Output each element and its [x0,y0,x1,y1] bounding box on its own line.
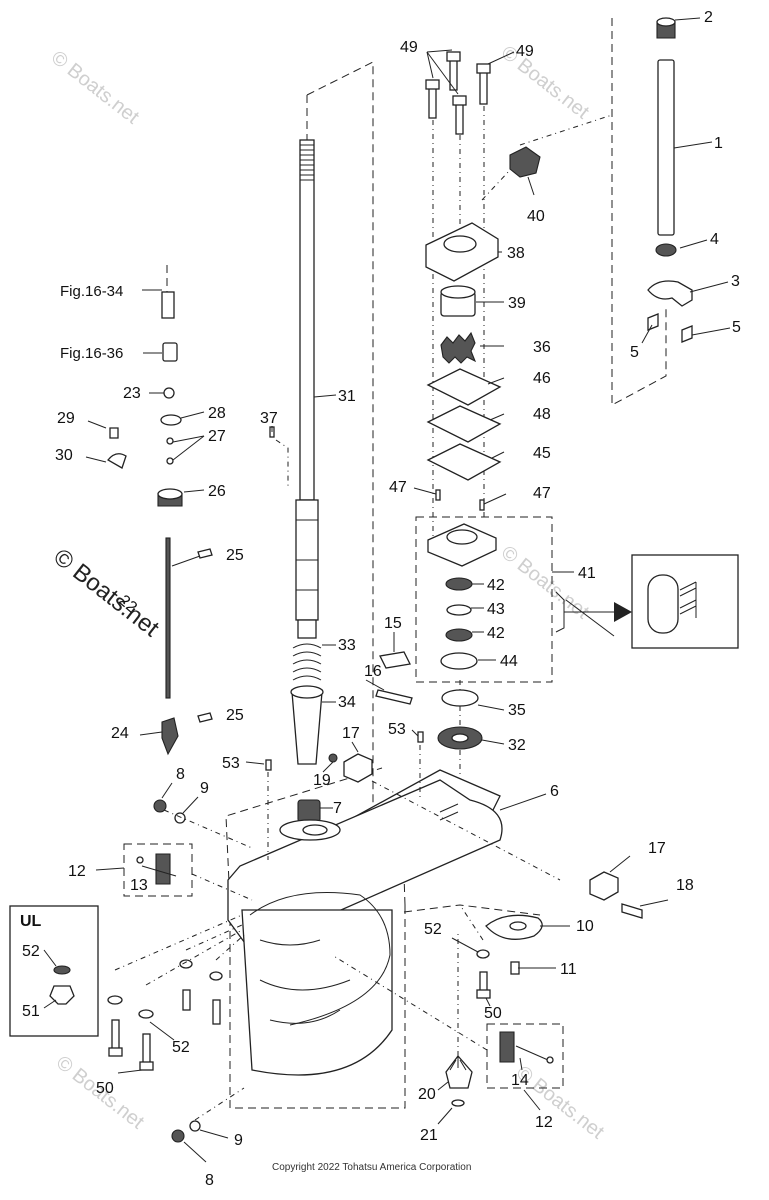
gear-case-housing [225,632,561,1109]
label-2: 2 [704,9,713,26]
label-17: 17 [648,840,666,857]
label-9: 9 [234,1132,243,1149]
label-48: 48 [533,406,551,423]
label-5: 5 [630,344,639,361]
mounting-bolts-left [107,914,245,1074]
label-31: 31 [338,388,356,405]
label-21: 21 [420,1127,438,1144]
label-1: 1 [714,135,723,152]
label-12: 12 [535,1114,553,1131]
label-25: 25 [226,707,244,724]
label-41: 41 [578,565,596,582]
figure-ref-16-36: Fig.16-36 [60,345,123,362]
label-6: 6 [550,783,559,800]
label-35: 35 [508,702,526,719]
label-17: 17 [342,725,360,742]
label-53: 53 [388,721,406,738]
label-40: 40 [527,208,545,225]
label-33: 33 [338,637,356,654]
label-5: 5 [732,319,741,336]
label-38: 38 [507,245,525,262]
copyright-notice: Copyright 2022 Tohatsu America Corporati… [272,1162,471,1173]
label-52: 52 [424,921,442,938]
label-36: 36 [533,339,551,356]
water-pump-assembly [413,49,739,780]
label-26: 26 [208,483,226,500]
label-42: 42 [487,625,505,642]
label-28: 28 [208,405,226,422]
upper-shaft-assembly [611,17,731,406]
shift-rod-assembly [85,265,253,849]
label-20: 20 [418,1086,436,1103]
label-13: 13 [130,877,148,894]
label-50: 50 [484,1005,502,1022]
label-23: 23 [123,385,141,402]
label-50: 50 [96,1080,114,1097]
pinion-gear [437,930,473,1125]
label-12: 12 [68,863,86,880]
watermark-dark: © Boats.net [48,543,164,642]
label-52: 52 [22,943,40,960]
watermark: © Boats.net [47,47,143,129]
label-27: 27 [208,428,226,445]
anode-box-left [95,843,253,901]
anode-box-right [331,954,564,1111]
label-39: 39 [508,295,526,312]
label-52: 52 [172,1039,190,1056]
label-18: 18 [676,877,694,894]
label-8: 8 [205,1172,214,1189]
label-24: 24 [111,725,129,742]
label-47: 47 [533,485,551,502]
label-43: 43 [487,601,505,618]
label-10: 10 [576,918,594,935]
label-4: 4 [710,231,719,248]
label-7: 7 [333,800,342,817]
label-25: 25 [226,547,244,564]
label-9: 9 [200,780,209,797]
label-19: 19 [313,772,331,789]
driveshaft-assembly [269,61,374,823]
lower-nut-washer [171,1087,245,1163]
watermark: © Boats.net [497,542,593,624]
label-47: 47 [389,479,407,496]
label-16: 16 [364,663,382,680]
label-44: 44 [500,653,518,670]
ul-inset-box [9,905,99,1037]
label-37: 37 [260,410,278,427]
label-11: 11 [560,961,577,978]
ul-label: UL [20,913,42,930]
figure-ref-16-34: Fig.16-34 [60,283,123,300]
label-29: 29 [57,410,75,427]
label-8: 8 [176,766,185,783]
label-34: 34 [338,694,356,711]
trim-tab-assembly [404,855,669,1108]
part-labels: 1 2 3 4 5 5 6 7 8 8 9 9 10 11 12 12 13 1… [20,9,741,1189]
label-42: 42 [487,577,505,594]
label-46: 46 [533,370,551,387]
watermark: © Boats.net [497,42,593,124]
label-49: 49 [400,39,418,56]
label-30: 30 [55,447,73,464]
label-15: 15 [384,615,402,632]
label-51: 51 [22,1003,40,1020]
label-14: 14 [511,1072,529,1089]
label-49: 49 [516,43,534,60]
label-53: 53 [222,755,240,772]
label-3: 3 [731,273,740,290]
label-32: 32 [508,737,526,754]
label-45: 45 [533,445,551,462]
